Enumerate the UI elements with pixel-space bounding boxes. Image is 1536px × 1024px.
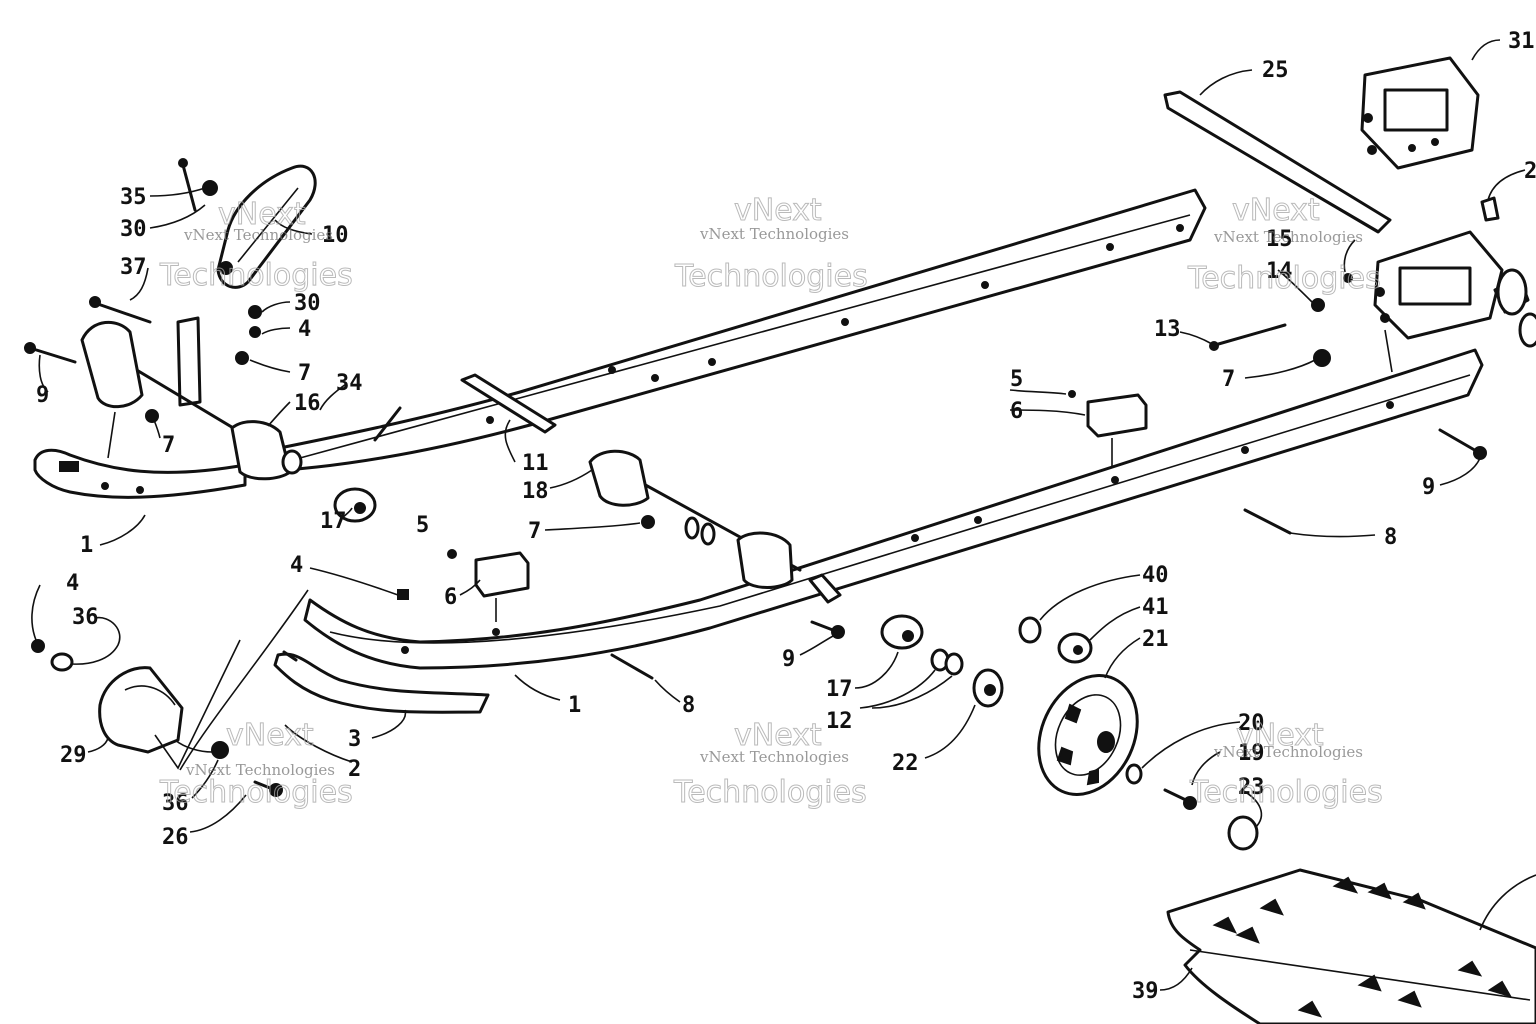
spacer-17-right bbox=[880, 614, 924, 650]
callout-16: 16 bbox=[294, 391, 321, 416]
slide-rail-far bbox=[243, 188, 1207, 474]
watermark-vnext-4: vNext bbox=[226, 718, 314, 753]
bracket-31 bbox=[1360, 56, 1480, 170]
callout-31: 31 bbox=[1508, 29, 1535, 54]
nuts-and-washers bbox=[31, 180, 1536, 759]
spacer-7-center bbox=[808, 573, 842, 604]
callout-35: 35 bbox=[120, 185, 147, 210]
callout-30-upper: 30 bbox=[120, 217, 147, 242]
callout-22: 22 bbox=[892, 751, 919, 776]
callout-40: 40 bbox=[1142, 563, 1169, 588]
callout-labels: 31 25 2 35 30 10 37 30 4 7 34 9 16 7 1 1… bbox=[36, 29, 1536, 1004]
callout-6-rear: 6 bbox=[1010, 399, 1023, 424]
cross-shaft-25 bbox=[1163, 90, 1392, 234]
callout-7-left: 7 bbox=[162, 433, 175, 458]
ring-40 bbox=[1018, 616, 1042, 644]
watermark-company-6: vNext Technologies bbox=[1213, 743, 1363, 761]
callout-1-right: 1 bbox=[568, 693, 581, 718]
slide-rail-near bbox=[303, 348, 1484, 670]
callout-7-center: 7 bbox=[528, 519, 541, 544]
bracket-27 bbox=[1373, 230, 1530, 340]
callout-9-rear: 9 bbox=[1422, 475, 1435, 500]
callout-4-left: 4 bbox=[66, 571, 79, 596]
callout-20: 20 bbox=[1238, 711, 1265, 736]
watermark-tech-1: Technologies bbox=[159, 258, 353, 293]
stop-block-6-front bbox=[474, 551, 530, 598]
spacer-17-left bbox=[333, 487, 377, 523]
watermarks: vNext vNext Technologies Technologies vN… bbox=[159, 193, 1384, 811]
watermark-company-5: vNext Technologies bbox=[699, 748, 849, 766]
spacer-22 bbox=[972, 668, 1004, 708]
callout-14: 14 bbox=[1266, 259, 1293, 284]
callout-5-front: 5 bbox=[416, 513, 429, 538]
callout-21: 21 bbox=[1142, 627, 1169, 652]
callout-17-right: 17 bbox=[826, 677, 853, 702]
callout-36-lower: 36 bbox=[162, 791, 189, 816]
callout-36-upper: 36 bbox=[72, 605, 99, 630]
watermark-vnext-1: vNext bbox=[218, 197, 306, 232]
callout-10: 10 bbox=[322, 223, 349, 248]
callout-26: 26 bbox=[162, 825, 189, 850]
callout-3: 3 bbox=[348, 727, 361, 752]
callout-30-lower: 30 bbox=[294, 291, 321, 316]
callout-9-left: 9 bbox=[36, 383, 49, 408]
front-cross-shaft-16 bbox=[80, 320, 303, 481]
callout-19: 19 bbox=[1238, 741, 1265, 766]
bearing-12 bbox=[930, 648, 964, 676]
callout-17-left: 17 bbox=[320, 509, 347, 534]
watermark-tech-3: Technologies bbox=[1187, 261, 1381, 296]
callout-25: 25 bbox=[1262, 58, 1289, 83]
washer-20 bbox=[1125, 763, 1143, 785]
callout-1-left: 1 bbox=[80, 533, 93, 558]
watermark-vnext-2: vNext bbox=[734, 193, 822, 228]
idler-wheel-21 bbox=[1037, 674, 1139, 796]
callout-37: 37 bbox=[120, 255, 147, 280]
wear-strip-3 bbox=[273, 652, 490, 714]
watermark-vnext-6: vNext bbox=[1236, 718, 1324, 753]
callout-18: 18 bbox=[522, 479, 549, 504]
torque-arm-10 bbox=[176, 164, 317, 407]
shaft-11 bbox=[460, 373, 557, 434]
callout-15: 15 bbox=[1266, 227, 1293, 252]
callout-4-top: 4 bbox=[298, 317, 311, 342]
watermark-vnext-3: vNext bbox=[1232, 193, 1320, 228]
watermark-tech-6: Technologies bbox=[1189, 775, 1383, 810]
cap-23 bbox=[1227, 815, 1259, 851]
watermark-company-2: vNext Technologies bbox=[699, 225, 849, 243]
bolts bbox=[24, 158, 1487, 810]
callout-23: 23 bbox=[1238, 775, 1265, 800]
shock-block-29 bbox=[98, 666, 184, 754]
middle-cross-shaft-18 bbox=[588, 449, 802, 589]
callout-8-front: 8 bbox=[682, 693, 695, 718]
watermark-tech-2: Technologies bbox=[674, 259, 868, 294]
watermark-company-1: vNext Technologies bbox=[183, 226, 333, 244]
callout-5-rear: 5 bbox=[1010, 367, 1023, 392]
callout-2: 2 bbox=[348, 757, 361, 782]
callout-13: 13 bbox=[1154, 317, 1181, 342]
callout-11: 11 bbox=[522, 451, 549, 476]
callout-9-center: 9 bbox=[782, 647, 795, 672]
bushing-41 bbox=[1057, 632, 1093, 664]
callout-27: 2 bbox=[1524, 159, 1536, 184]
callout-34: 34 bbox=[336, 371, 363, 396]
watermark-tech-5: Technologies bbox=[673, 775, 867, 810]
track-39 bbox=[1166, 868, 1536, 1024]
watermark-vnext-5: vNext bbox=[734, 718, 822, 753]
callout-7-rear: 7 bbox=[1222, 367, 1235, 392]
watermark-company-4: vNext Technologies bbox=[185, 761, 335, 779]
watermark-tech-4: Technologies bbox=[159, 775, 353, 810]
callout-39: 39 bbox=[1132, 979, 1159, 1004]
callout-41: 41 bbox=[1142, 595, 1169, 620]
callout-7-top: 7 bbox=[298, 361, 311, 386]
rail-front-curve bbox=[33, 448, 247, 499]
callout-6-front: 6 bbox=[444, 585, 457, 610]
callout-8-rear: 8 bbox=[1384, 525, 1397, 550]
watermark-company-3: vNext Technologies bbox=[1213, 228, 1363, 246]
stop-block-6-rear bbox=[1086, 393, 1148, 438]
callout-12: 12 bbox=[826, 709, 853, 734]
callout-29: 29 bbox=[60, 743, 87, 768]
leader-lines bbox=[31, 39, 1536, 991]
callout-4-mid: 4 bbox=[290, 553, 303, 578]
